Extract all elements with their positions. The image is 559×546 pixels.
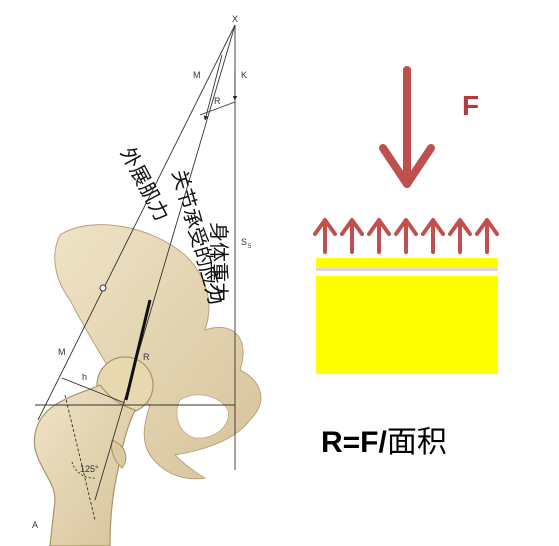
contact-plate — [316, 258, 498, 268]
label-k: K — [241, 70, 247, 80]
joint-force-line — [94, 24, 236, 501]
upward-pressure-arrows — [313, 218, 499, 254]
upward-arrow-3 — [367, 218, 391, 254]
m-arrow — [203, 54, 223, 121]
label-r-bottom: R — [143, 352, 150, 362]
label-m-bottom: M — [58, 347, 66, 357]
label-a: A — [32, 520, 38, 530]
upward-arrow-4 — [394, 218, 418, 254]
lever-arm-line — [61, 377, 126, 404]
label-h: h — [82, 372, 87, 382]
abductor-attachment-point — [99, 284, 107, 292]
force-lines — [35, 24, 238, 521]
lesser-trochanter — [111, 439, 127, 469]
label-m-top: M — [193, 70, 201, 80]
obturator-foramen — [176, 394, 230, 439]
pressure-formula: R=F/面积 — [321, 425, 447, 460]
support-block — [316, 276, 498, 374]
formula-lhs: R=F/ — [321, 426, 388, 459]
upward-arrow-1 — [313, 218, 337, 254]
label-r-top: R — [214, 96, 221, 106]
femoral-axis-line — [64, 394, 96, 521]
label-angle: 125° — [80, 464, 99, 474]
pressure-diagram: F R=F/面积 — [313, 66, 499, 460]
upward-arrow-7 — [475, 218, 499, 254]
upward-arrow-2 — [340, 218, 364, 254]
label-s-subscript: 5 — [248, 244, 252, 250]
upward-arrow-6 — [448, 218, 472, 254]
top-brace-line — [199, 101, 236, 116]
abductor-force-line — [37, 24, 236, 421]
resultant-force-arrow — [124, 299, 152, 401]
force-f-label: F — [462, 90, 479, 121]
abductor-force-label: 外展肌力 — [116, 143, 175, 225]
label-x: X — [232, 14, 238, 24]
formula-rhs: 面积 — [387, 425, 447, 460]
plate-gap — [316, 268, 498, 271]
body-weight-label: 身体重力 — [207, 222, 231, 302]
label-s: S — [241, 237, 247, 247]
upward-arrow-5 — [421, 218, 445, 254]
force-f-arrow — [379, 66, 435, 188]
